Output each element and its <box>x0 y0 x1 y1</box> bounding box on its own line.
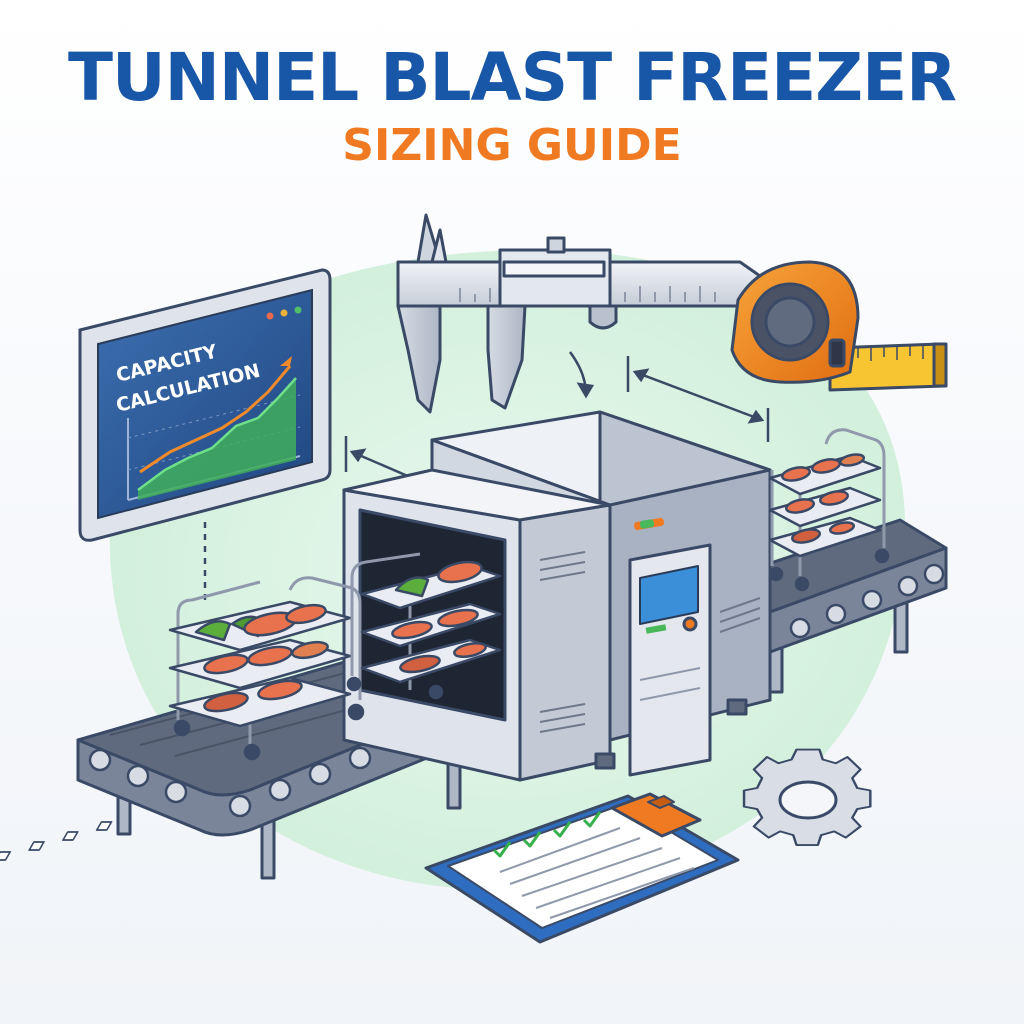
clipboard-checklist-icon <box>0 792 740 944</box>
food-trolley-inside <box>346 552 502 700</box>
food-trolley-icon <box>168 576 365 761</box>
main-title: TUNNEL BLAST FREEZER <box>67 39 957 116</box>
conveyor-belt-right <box>718 518 948 694</box>
food-trolley-right <box>768 428 890 592</box>
title-block: TUNNEL BLAST FREEZER SIZING GUIDE <box>0 38 1024 174</box>
monitor-chart-icon: CAPACITY CALCULATION <box>78 268 332 600</box>
gear-icon <box>742 748 872 846</box>
sub-title: SIZING GUIDE <box>342 120 682 171</box>
tape-measure-icon <box>730 260 948 392</box>
caliper-icon <box>396 213 762 414</box>
